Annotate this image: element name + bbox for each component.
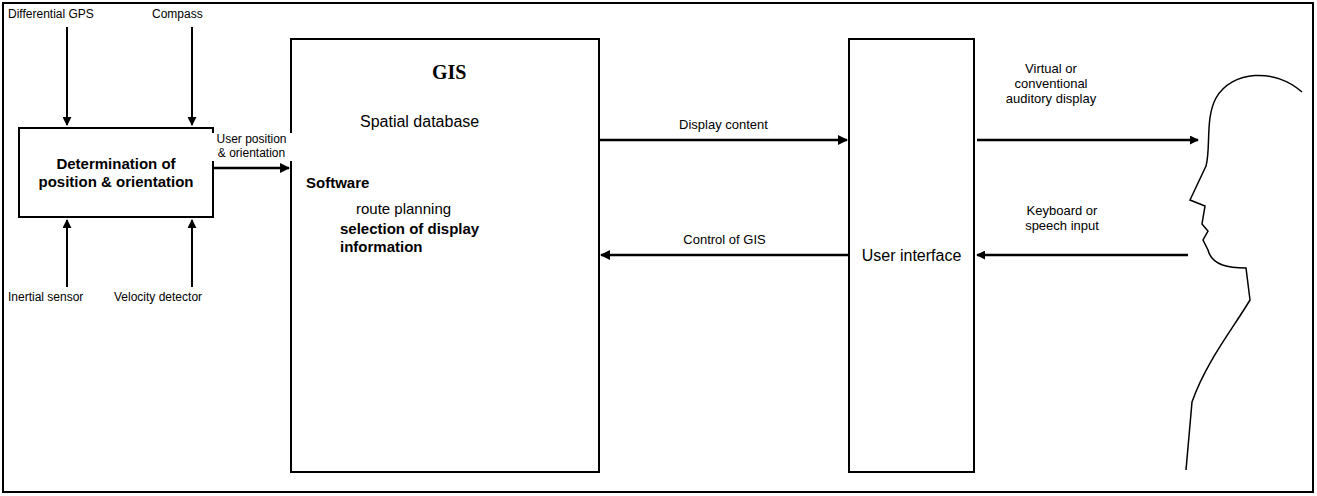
- edge-label: User position & orientation: [210, 133, 294, 161]
- input-label: Keyboard or speech input: [1012, 204, 1112, 234]
- gis-box: GIS Spatial databaseSoftware route plannin…: [290, 38, 600, 473]
- node-text: Software: [306, 174, 369, 192]
- node-text: GIS: [432, 60, 466, 84]
- input-arrow: [66, 27, 68, 125]
- sensor-label: Differential GPS: [8, 8, 94, 22]
- flow-arrow: [600, 139, 847, 142]
- sensor-label: Velocity detector: [114, 291, 202, 305]
- input-arrow: [977, 254, 1188, 257]
- outer-frame: [3, 3, 1313, 492]
- output-label: Virtual or conventional auditory display: [995, 62, 1107, 107]
- flow-arrow: [601, 254, 848, 257]
- input-arrow: [191, 27, 193, 125]
- node-text: selection of display information: [340, 220, 510, 256]
- node-text: User interface: [862, 246, 962, 265]
- node-text: Determination of position & orientation: [26, 155, 206, 191]
- edge-label: Control of GIS: [658, 233, 792, 248]
- sensor-label: Inertial sensor: [8, 291, 83, 305]
- output-arrow: [977, 139, 1198, 142]
- head-silhouette: [1186, 75, 1302, 470]
- input-arrow: [66, 220, 68, 287]
- process-box: Determination of position & orientation: [18, 127, 214, 218]
- node-text: Spatial database: [360, 112, 479, 131]
- sensor-label: Compass: [152, 8, 203, 22]
- flow-arrow: [214, 167, 289, 170]
- edge-label: Display content: [657, 118, 791, 133]
- input-arrow: [191, 220, 193, 287]
- node-text: route planning: [356, 200, 451, 218]
- interface-box: User interface: [848, 38, 975, 473]
